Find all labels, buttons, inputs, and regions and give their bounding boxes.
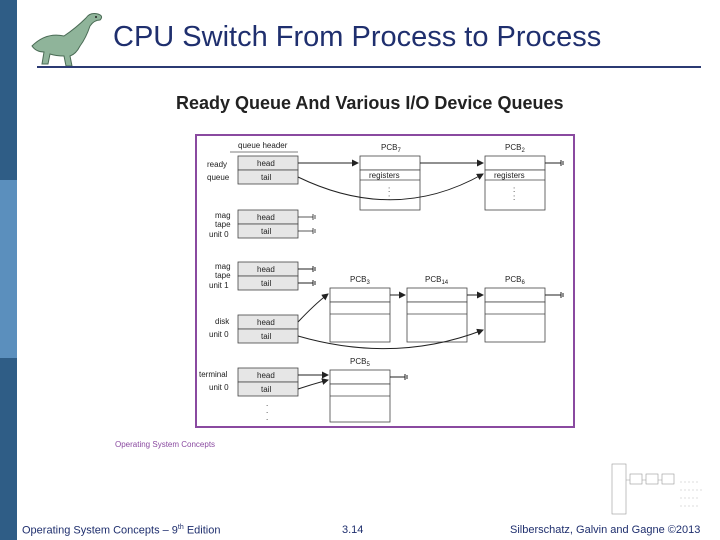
queue-label-line1: terminal xyxy=(199,370,228,379)
dots: : xyxy=(513,193,515,202)
pcb-subscript: 6 xyxy=(521,280,525,286)
title-underline xyxy=(37,66,701,68)
queue-header-label: queue header xyxy=(238,141,288,150)
queue-header-disk-0: head tail xyxy=(237,314,299,344)
pcb-label: PCB xyxy=(381,143,397,152)
footer-copyright: Silberschatz, Galvin and Gagne ©2013 xyxy=(510,524,701,536)
pcb-5: PCB5 xyxy=(329,357,391,423)
bar-segment-light xyxy=(0,180,17,358)
pcb-6: PCB6 xyxy=(484,275,546,343)
footer-edition-text: Edition xyxy=(183,524,221,537)
registers-label: registers xyxy=(494,171,525,180)
pcb-subscript: 14 xyxy=(441,280,448,286)
svg-text:PCB7: PCB7 xyxy=(381,143,401,154)
queue-label-line2: unit 0 xyxy=(209,383,229,392)
null-pointer-markers xyxy=(298,214,316,234)
queue-header-terminal-0: head tail xyxy=(237,367,299,397)
queue-label-line3: unit 1 xyxy=(209,281,229,290)
footer-page-number: 3.14 xyxy=(342,524,364,536)
dots: : xyxy=(388,185,390,194)
pcb-subscript: 3 xyxy=(366,280,370,286)
queue-label-line1: ready xyxy=(207,160,227,169)
svg-text:PCB3: PCB3 xyxy=(350,275,370,286)
tail-label: tail xyxy=(261,279,271,288)
thumbnail-diagram-icon xyxy=(611,463,702,515)
queue-label-line3: unit 0 xyxy=(209,230,229,239)
queue-label-line2: tape xyxy=(215,220,231,229)
queue-label-line2: unit 0 xyxy=(209,330,229,339)
head-label: head xyxy=(257,371,275,380)
tail-label: tail xyxy=(261,173,271,182)
slide-title: CPU Switch From Process to Process xyxy=(113,21,602,53)
pcb-2: PCB2 registers : : xyxy=(484,143,546,211)
head-label: head xyxy=(257,159,275,168)
queue-label-line2: queue xyxy=(207,173,230,182)
dinosaur-logo-icon xyxy=(31,13,103,67)
tail-label: tail xyxy=(261,385,271,394)
pcb-label: PCB xyxy=(425,275,441,284)
pcb-subscript: 5 xyxy=(366,362,370,368)
figure-title: Ready Queue And Various I/O Device Queue… xyxy=(176,93,564,113)
figure-caption: Operating System Concepts xyxy=(115,440,216,449)
queue-label-line2: tape xyxy=(215,271,231,280)
head-label: head xyxy=(257,318,275,327)
queue-header-mag-tape-0: head tail xyxy=(237,209,299,239)
footer-edition-sup: th xyxy=(177,524,184,531)
svg-text:PCB2: PCB2 xyxy=(505,143,525,154)
dots: : xyxy=(388,193,390,202)
pcb-label: PCB xyxy=(350,275,366,284)
footer-book-title-text: Operating System Concepts – 9 xyxy=(22,524,178,537)
svg-text:PCB5: PCB5 xyxy=(350,357,370,368)
svg-text:PCB14: PCB14 xyxy=(425,275,449,286)
pcb-14: PCB14 xyxy=(406,275,468,343)
queue-header-mag-tape-1: head tail xyxy=(237,261,299,291)
bar-segment-dark xyxy=(0,0,17,180)
pcb-label: PCB xyxy=(505,275,521,284)
pcb-subscript: 7 xyxy=(397,148,401,154)
left-color-bar xyxy=(0,0,17,540)
bar-segment-dark xyxy=(0,358,17,540)
queue-pointers xyxy=(297,159,564,390)
head-label: head xyxy=(257,213,275,222)
registers-label: registers xyxy=(369,171,400,180)
dots: : xyxy=(513,185,515,194)
queue-label-line1: mag xyxy=(215,211,231,220)
queue-header-ready: head tail xyxy=(237,155,299,185)
continuation-dots: . xyxy=(266,399,268,408)
continuation-dots: . xyxy=(266,406,268,415)
pcb-label: PCB xyxy=(350,357,366,366)
queue-label-line1: mag xyxy=(215,262,231,271)
pcb-subscript: 2 xyxy=(521,148,525,154)
tail-label: tail xyxy=(261,332,271,341)
head-label: head xyxy=(257,265,275,274)
footer-book-title: Operating System Concepts – 9th Edition xyxy=(22,524,220,537)
tail-label: tail xyxy=(261,227,271,236)
pcb-label: PCB xyxy=(505,143,521,152)
svg-text:PCB6: PCB6 xyxy=(505,275,525,286)
queue-diagram: queue header ready queue mag tape unit 0… xyxy=(199,141,564,423)
continuation-dots: . xyxy=(266,413,268,422)
pcb-3: PCB3 xyxy=(329,275,391,343)
queue-label-line1: disk xyxy=(215,317,230,326)
